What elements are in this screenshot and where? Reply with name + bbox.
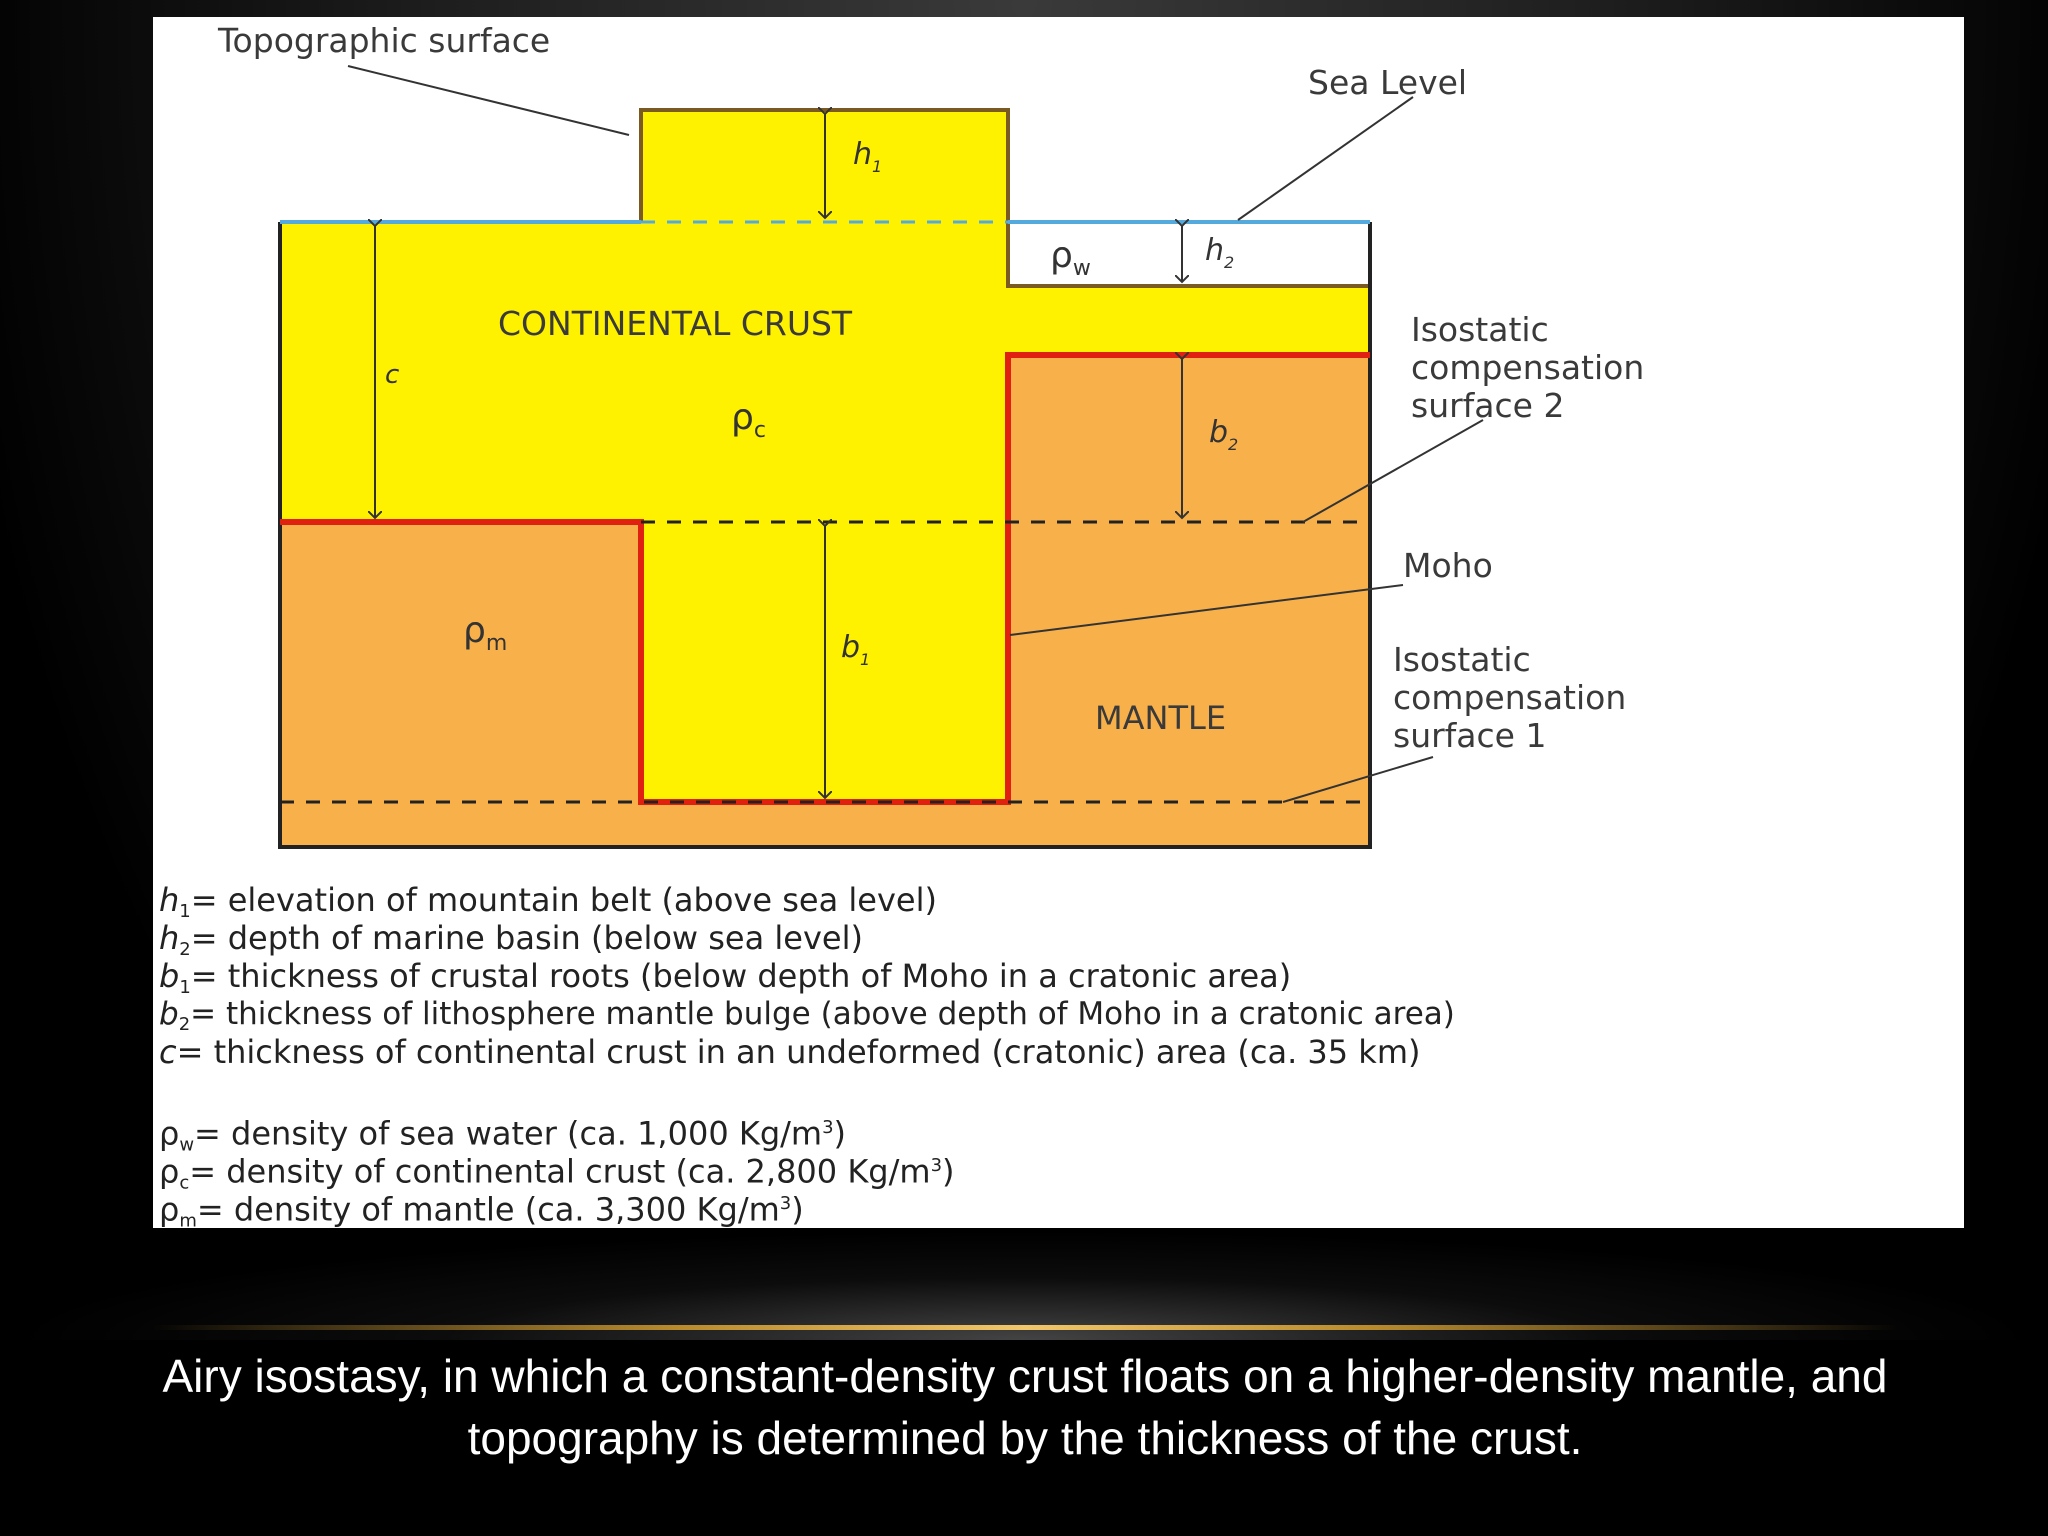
- h2-symbol: h2: [1205, 233, 1234, 272]
- density-item-crust: ρc= density of continental crust (ca. 2,…: [159, 1152, 955, 1194]
- isostatic-surface-1-label: Isostatic compensation surface 1: [1393, 640, 1637, 755]
- legend-item-b2: b2= thickness of lithosphere mantle bulg…: [159, 996, 1455, 1035]
- slide-background-bottom: [0, 1228, 2048, 1536]
- legend-item-b1: b1= thickness of crustal roots (below de…: [159, 957, 1292, 998]
- continental-crust-label: CONTINENTAL CRUST: [498, 304, 853, 343]
- legend-item-h2: h2= depth of marine basin (below sea lev…: [159, 919, 863, 960]
- caption-glow: [0, 1230, 2048, 1340]
- mantle-label: MANTLE: [1095, 699, 1226, 737]
- rho-c-symbol: ρc: [731, 397, 766, 443]
- isostatic-surface-2-label: Isostatic compensation surface 2: [1411, 310, 1655, 425]
- b1-symbol: b1: [841, 630, 870, 669]
- isostasy-diagram: Topographic surface Sea Level CONTINENTA…: [217, 21, 1655, 849]
- mantle-bulge-region: [1008, 355, 1370, 522]
- outer-frame: [278, 222, 1372, 849]
- density-item-water: ρw= density of sea water (ca. 1,000 Kg/m…: [159, 1114, 847, 1156]
- sea-level-leader: [1237, 96, 1414, 221]
- caption-divider-rule: [150, 1325, 1900, 1330]
- rho-w-symbol: ρw: [1050, 235, 1091, 281]
- moho-line: [280, 352, 1370, 805]
- c-symbol: c: [385, 360, 399, 390]
- sea-water-region: [1008, 222, 1370, 286]
- h1-symbol: h1: [853, 137, 882, 176]
- airy-isostasy-figure: Topographic surface Sea Level CONTINENTA…: [153, 17, 1964, 1232]
- continental-crust-region: [280, 110, 1370, 802]
- sea-level-label: Sea Level: [1308, 63, 1467, 102]
- topographic-surface-label: Topographic surface: [217, 21, 550, 60]
- slide-caption: Airy isostasy, in which a constant-densi…: [162, 1350, 1888, 1464]
- density-item-mantle: ρm= density of mantle (ca. 3,300 Kg/m3): [159, 1190, 804, 1232]
- topographic-leader: [347, 65, 630, 136]
- legend-item-h1: h1= elevation of mountain belt (above se…: [159, 881, 937, 922]
- legend-item-c: c= thickness of continental crust in an …: [159, 1033, 1421, 1071]
- surface-1-leader: [1282, 756, 1434, 803]
- moho-leader: [1009, 584, 1404, 636]
- surface-2-leader: [1302, 419, 1484, 523]
- moho-label: Moho: [1403, 546, 1493, 585]
- rho-m-symbol: ρm: [463, 610, 507, 656]
- b2-symbol: b2: [1209, 415, 1238, 454]
